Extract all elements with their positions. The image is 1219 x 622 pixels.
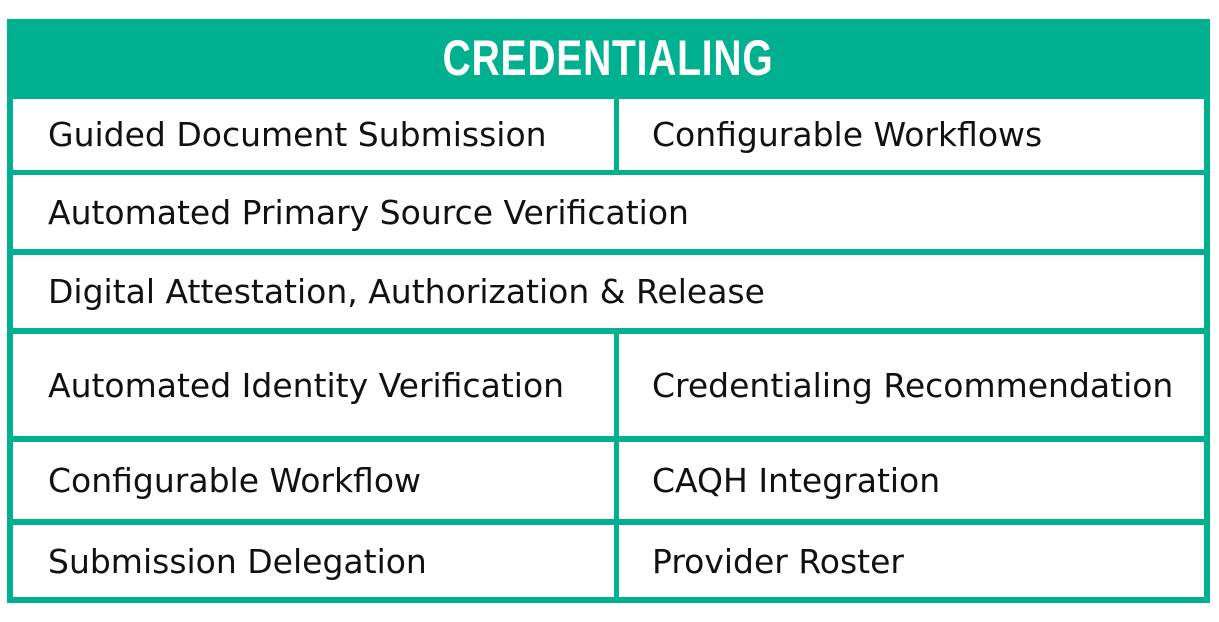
feature-cell-automated-identity-verification: Automated Identity Verification [13, 334, 614, 436]
feature-cell-provider-roster: Provider Roster [619, 525, 1204, 597]
feature-cell-submission-delegation: Submission Delegation [13, 525, 614, 597]
feature-cell-caqh-integration: CAQH Integration [619, 442, 1204, 519]
feature-cell-configurable-workflows: Configurable Workflows [619, 99, 1204, 170]
feature-cell-automated-primary-source-verification: Automated Primary Source Verification [13, 175, 1204, 249]
panel-header: CREDENTIALING [7, 19, 1210, 95]
feature-cell-configurable-workflow: Configurable Workflow [13, 442, 614, 519]
panel-title: CREDENTIALING [443, 30, 774, 86]
credentialing-panel: CREDENTIALING Guided Document Submission… [7, 19, 1210, 603]
feature-cell-guided-document-submission: Guided Document Submission [13, 99, 614, 170]
feature-cell-digital-attestation: Digital Attestation, Authorization & Rel… [13, 255, 1204, 328]
feature-cell-credentialing-recommendation: Credentialing Recommendation [619, 334, 1204, 436]
